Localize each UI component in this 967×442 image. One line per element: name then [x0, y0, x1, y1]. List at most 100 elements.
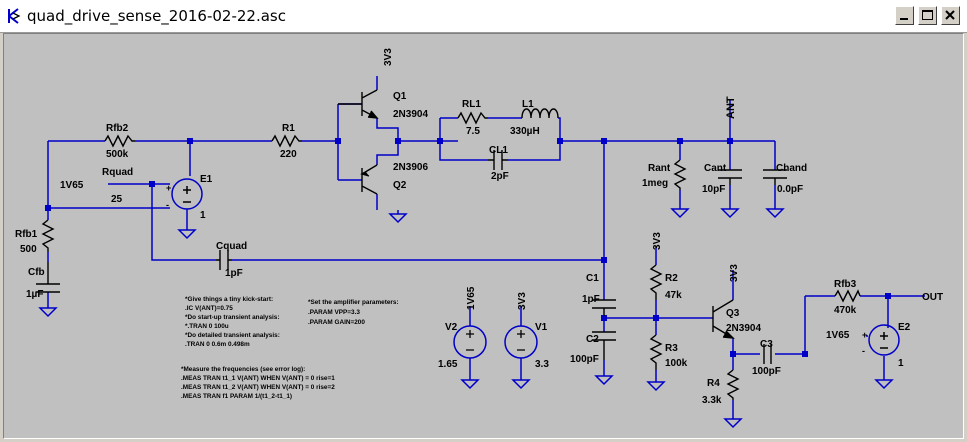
maximize-icon	[922, 10, 933, 20]
directive-line[interactable]: .PARAM VPP=3.3	[308, 309, 360, 316]
ground-icon	[766, 204, 784, 218]
rfb3-value: 470k	[834, 305, 857, 316]
net-flags	[376, 76, 925, 310]
rl1-name: RL1	[462, 99, 481, 110]
title-bar[interactable]: quad_drive_sense_2016-02-22.asc	[0, 0, 967, 33]
rfb2-value: 500k	[106, 149, 129, 160]
minimize-button[interactable]	[895, 6, 914, 25]
e2-minus-sign: -	[862, 346, 865, 356]
schematic-canvas-frame[interactable]	[3, 33, 964, 439]
cquad-symbol[interactable]	[216, 250, 232, 270]
ltspice-app-icon[interactable]	[6, 7, 22, 25]
e2-source[interactable]	[868, 324, 900, 356]
c1-symbol[interactable]	[592, 299, 616, 316]
directive-line[interactable]: .IC V(ANT)=0.75	[185, 305, 233, 312]
rl1-symbol[interactable]	[457, 111, 488, 125]
r2-value: 47k	[665, 290, 682, 301]
directive-line[interactable]: *Do start-up transient analysis:	[185, 314, 279, 321]
c3-symbol[interactable]	[763, 344, 772, 364]
v1-source[interactable]	[504, 325, 538, 359]
c2-value: 100pF	[570, 354, 599, 365]
rquad-name: Rquad	[102, 167, 133, 178]
q3-transistor[interactable]	[712, 299, 735, 339]
r3-value: 100k	[665, 358, 688, 369]
q3-name: Q3	[726, 308, 740, 319]
q1-name: Q1	[393, 91, 407, 102]
r3-name: R3	[665, 343, 678, 354]
close-button[interactable]	[941, 6, 960, 25]
ground-icon	[721, 204, 739, 218]
c2-symbol[interactable]	[592, 331, 616, 360]
ant-net-label: ANT	[725, 96, 737, 119]
q3-supply: 3V3	[729, 264, 740, 282]
q2-name: Q2	[393, 180, 407, 191]
cant-symbol[interactable]	[718, 169, 742, 185]
r4-symbol[interactable]	[726, 369, 740, 400]
maximize-button[interactable]	[918, 6, 937, 25]
rl1-value: 7.5	[466, 126, 480, 137]
e1-plus-sign: +	[166, 183, 171, 193]
close-icon	[945, 10, 955, 20]
directive-line[interactable]: *Measure the frequencies (see error log)…	[181, 366, 305, 373]
directive-line[interactable]: .TRAN 0 0.6m 0.498m	[185, 341, 250, 348]
q1-transistor[interactable]	[338, 89, 379, 119]
e1-source[interactable]	[171, 178, 203, 210]
r1-value: 220	[280, 149, 297, 160]
directive-line[interactable]: *Do detailed transient analysis:	[185, 332, 280, 339]
ground-icon	[178, 225, 196, 239]
ground-icon	[39, 303, 57, 317]
ground-icon	[724, 414, 742, 428]
directive-line[interactable]: .MEAS TRAN t1_1 V(ANT) WHEN V(ANT) = 0 r…	[181, 375, 335, 382]
directive-line[interactable]: .MEAS TRAN t1_2 V(ANT) WHEN V(ANT) = 0 r…	[181, 384, 335, 391]
ground-icon	[671, 204, 689, 218]
v2-name: V2	[445, 322, 458, 333]
c1-name: C1	[586, 273, 599, 284]
q2-transistor[interactable]	[360, 164, 378, 195]
ground-icon	[512, 375, 530, 389]
v2-net: 1V65	[466, 286, 477, 310]
l1-name: L1	[522, 99, 534, 110]
c3-value: 100pF	[752, 366, 781, 377]
r2-symbol[interactable]	[649, 264, 663, 300]
rfb1-symbol[interactable]	[41, 219, 55, 252]
chand-name: Chand	[776, 163, 807, 174]
r3-symbol[interactable]	[649, 334, 663, 370]
cl1-value: 2pF	[491, 171, 509, 182]
rant-symbol[interactable]	[673, 159, 687, 190]
r2-supply: 3V3	[652, 232, 663, 250]
ground-icon	[595, 371, 613, 385]
directive-line[interactable]: .MEAS TRAN f1 PARAM 1/(t1_2-t1_1)	[181, 393, 292, 400]
e2-net: 1V65	[826, 330, 850, 341]
ground-icon	[389, 209, 407, 223]
cfb-symbol[interactable]	[36, 262, 60, 293]
cl1-symbol[interactable]	[488, 150, 508, 170]
directive-line[interactable]: *Give things a tiny kick-start:	[185, 296, 273, 303]
chand-value: 0.0pF	[777, 184, 803, 195]
rfb3-symbol[interactable]	[834, 289, 861, 303]
ground-icon	[647, 377, 665, 391]
r1-symbol[interactable]	[271, 134, 302, 148]
r4-name: R4	[707, 378, 720, 389]
rfb2-name: Rfb2	[106, 123, 129, 134]
rquad-value: 25	[111, 194, 123, 205]
e2-name: E2	[898, 322, 911, 333]
r4-value: 3.3k	[702, 395, 722, 406]
directive-line[interactable]: *Set the amplifier parameters:	[308, 299, 399, 306]
rfb2-symbol[interactable]	[104, 134, 135, 148]
v2-value: 1.65	[438, 359, 458, 370]
directive-line[interactable]: .PARAM GAIN=200	[308, 319, 365, 326]
directive-line[interactable]: *.TRAN 0 100u	[185, 323, 229, 330]
c2-name: C2	[586, 334, 599, 345]
cquad-name: Cquad	[216, 241, 247, 252]
v1-net: 3V3	[517, 292, 528, 310]
cfb-value: 1µF	[26, 289, 43, 300]
q1-supply: 3V3	[383, 48, 394, 66]
l1-symbol[interactable]	[521, 108, 559, 119]
q1-value: 2N3904	[393, 109, 428, 120]
cant-name: Cant	[704, 163, 727, 174]
v2-source[interactable]	[453, 325, 487, 359]
chand-symbol[interactable]	[763, 169, 787, 185]
ground-symbols	[39, 204, 893, 428]
